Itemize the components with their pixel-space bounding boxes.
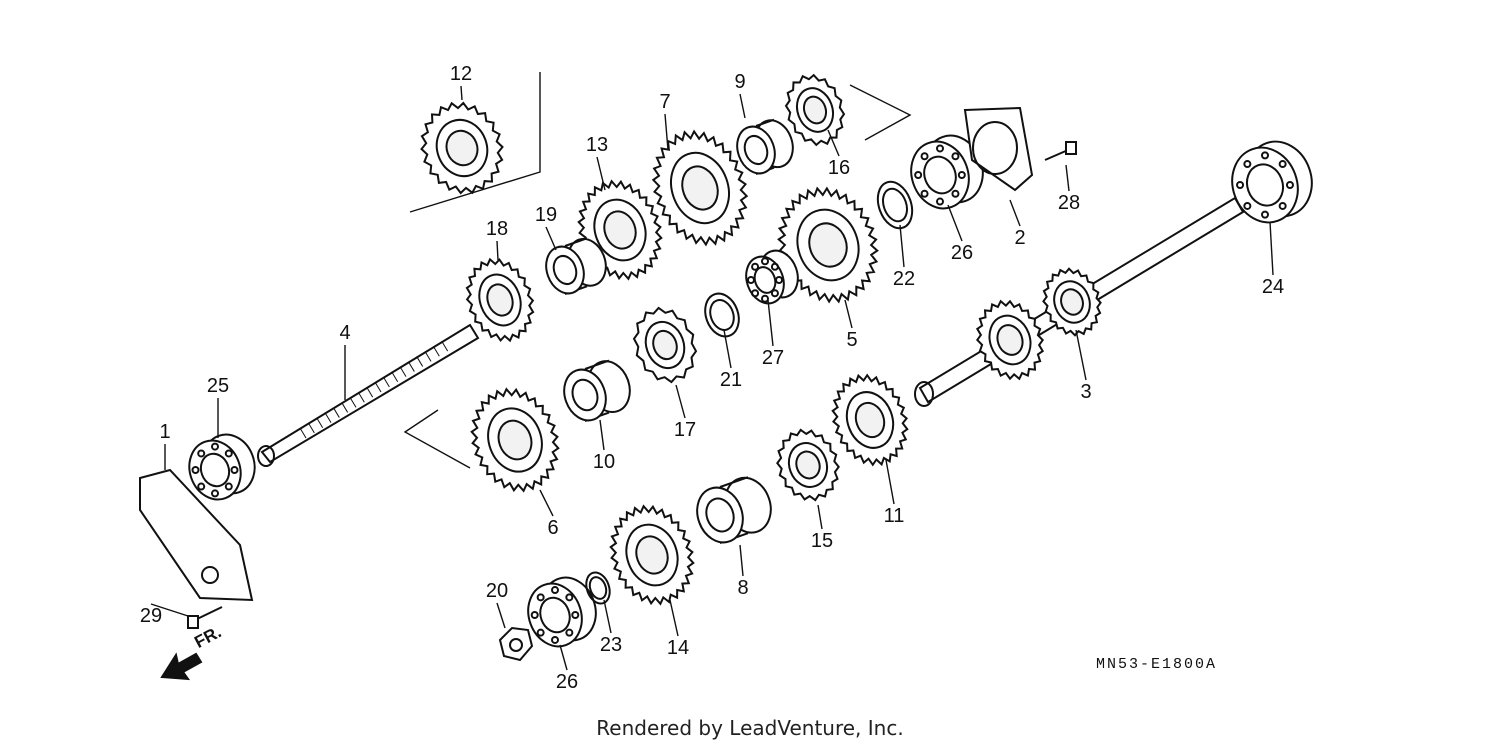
leader-line-29 <box>150 603 189 617</box>
collar-19 <box>545 237 607 295</box>
gear-18 <box>465 257 535 343</box>
leader-line-3 <box>1075 329 1087 381</box>
callout-20: 20 <box>485 580 509 602</box>
bearing-26-upper <box>910 134 984 210</box>
callout-9: 9 <box>734 71 746 93</box>
leader-line-28 <box>1065 164 1070 192</box>
arrow-left-down-icon <box>160 652 203 681</box>
gear-14 <box>609 504 695 606</box>
bracket-12 <box>409 72 541 213</box>
leader-line-23 <box>603 599 612 634</box>
countershaft-gear-a <box>975 299 1045 381</box>
leader-line-27 <box>767 299 774 347</box>
bearing-25 <box>188 433 256 501</box>
callout-1: 1 <box>159 421 171 443</box>
bolt-28 <box>1044 141 1077 161</box>
callout-26a: 26 <box>950 242 974 264</box>
callout-2: 2 <box>1014 227 1026 249</box>
callout-18: 18 <box>485 218 509 240</box>
leader-line-10 <box>599 419 605 451</box>
washer-22 <box>876 180 914 230</box>
leader-line-14 <box>669 599 679 637</box>
gear-12 <box>420 101 504 195</box>
callout-19: 19 <box>534 204 558 226</box>
callout-27: 27 <box>761 347 785 369</box>
bushing-9 <box>736 118 794 175</box>
gear-6 <box>470 387 560 493</box>
needle-bearing-27 <box>745 249 799 305</box>
callout-15: 15 <box>810 530 834 552</box>
callout-24: 24 <box>1261 276 1285 298</box>
callout-13: 13 <box>585 134 609 156</box>
leader-line-24 <box>1269 221 1274 276</box>
gear-15 <box>776 428 840 502</box>
leader-line-8 <box>739 544 744 577</box>
leader-line-26b <box>559 644 568 671</box>
leader-line-15 <box>817 504 823 530</box>
diagram-code: MN53-E1800A <box>1096 656 1218 673</box>
callout-23: 23 <box>599 634 623 656</box>
gear-5 <box>777 186 879 304</box>
gear-7 <box>651 129 749 247</box>
leader-line-5 <box>844 299 853 329</box>
leader-line-22 <box>899 224 905 268</box>
washer-23 <box>585 571 611 605</box>
leader-line-2 <box>1009 199 1021 227</box>
leader-line-11 <box>885 459 895 505</box>
credit-text: Rendered by LeadVenture, Inc. <box>596 716 904 740</box>
bushing-10 <box>563 359 631 422</box>
leader-line-20 <box>496 602 506 629</box>
bearing-holder-2 <box>963 106 1034 192</box>
bracket-16 <box>849 84 912 141</box>
callout-29: 29 <box>139 605 163 627</box>
leader-line-18 <box>496 240 499 261</box>
bearing-holder-1 <box>139 468 254 602</box>
callout-25: 25 <box>206 375 230 397</box>
callout-28: 28 <box>1057 192 1081 214</box>
gear-16 <box>784 73 846 147</box>
callout-6: 6 <box>547 517 559 539</box>
callout-21: 21 <box>719 369 743 391</box>
callout-3: 3 <box>1080 381 1092 403</box>
bushing-8 <box>696 476 772 544</box>
callout-5: 5 <box>846 329 858 351</box>
callout-12: 12 <box>449 63 473 85</box>
callout-7: 7 <box>659 91 671 113</box>
callout-16: 16 <box>827 157 851 179</box>
callout-10: 10 <box>592 451 616 473</box>
bracket-6 <box>403 409 471 469</box>
callout-11: 11 <box>883 505 905 527</box>
nut-20 <box>498 626 534 662</box>
leader-line-26a <box>947 204 963 242</box>
callout-22: 22 <box>892 268 916 290</box>
bolt-29 <box>187 606 223 629</box>
washer-21 <box>704 292 740 338</box>
callout-4: 4 <box>339 322 351 344</box>
leader-line-13 <box>596 156 606 191</box>
leader-line-7 <box>664 113 669 151</box>
callout-14: 14 <box>666 637 690 659</box>
callout-17: 17 <box>673 419 697 441</box>
gear-11 <box>831 373 909 467</box>
bearing-26-lower <box>527 576 597 648</box>
leader-line-6 <box>539 489 554 517</box>
countershaft-gear-b <box>1042 267 1102 337</box>
leader-line-19 <box>545 226 557 251</box>
mainshaft <box>257 323 480 467</box>
leader-line-21 <box>723 329 732 369</box>
callout-8: 8 <box>737 577 749 599</box>
leader-line-16 <box>827 129 840 157</box>
gear-17 <box>632 306 698 384</box>
leader-line-9 <box>739 93 746 119</box>
leader-line-12 <box>460 85 463 101</box>
leader-line-17 <box>675 384 686 419</box>
callout-26b: 26 <box>555 671 579 693</box>
bearing-24 <box>1231 140 1313 224</box>
